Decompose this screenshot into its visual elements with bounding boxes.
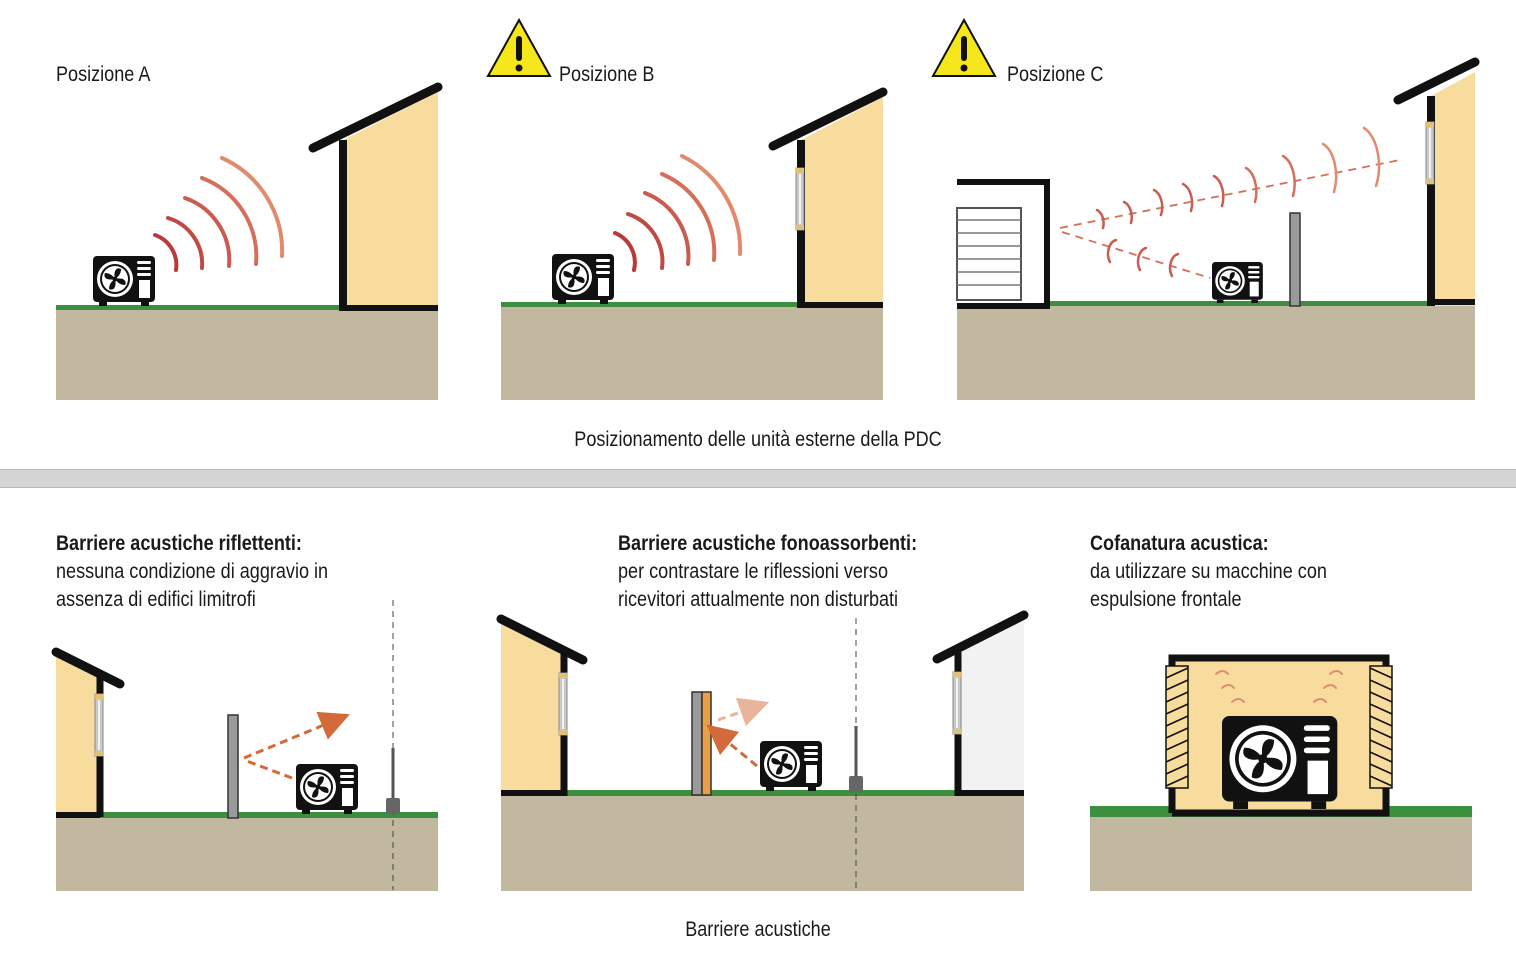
- sound-waves: [613, 154, 743, 272]
- bottom-caption: Barriere acustiche: [685, 918, 831, 941]
- lamp-post-icon: [386, 748, 400, 814]
- ground: [56, 308, 438, 400]
- panel-reflective-barriers: [51, 600, 438, 891]
- panel-3-title: Cofanatura acustica:: [1090, 532, 1269, 555]
- window-icon: [558, 672, 568, 736]
- heat-pump-unit-icon: [1222, 716, 1338, 809]
- warning-icon: [487, 19, 551, 77]
- ground: [501, 306, 883, 400]
- house-icon: [1393, 57, 1480, 306]
- window-icon: [795, 167, 805, 231]
- panel-3-line-2: espulsione frontale: [1090, 588, 1242, 611]
- grass: [501, 302, 799, 307]
- absorbed-arrows: [706, 697, 770, 768]
- ground: [501, 796, 1024, 891]
- house-icon: [496, 614, 588, 796]
- house-icon: [51, 647, 125, 818]
- house-icon: [768, 87, 888, 308]
- garage-icon: [956, 179, 1050, 309]
- lamp-post-icon: [849, 726, 863, 792]
- sound-waves: [153, 156, 285, 272]
- panel-2-line-2: ricevitori attualmente non disturbati: [618, 588, 899, 611]
- panel-3-line-1: da utilizzare su macchine con: [1090, 560, 1327, 583]
- panel-position-c: [932, 19, 1480, 400]
- sound-waves: [1095, 126, 1381, 278]
- ground: [1090, 817, 1472, 891]
- top-caption: Posizionamento delle unità esterne della…: [574, 428, 942, 451]
- window-icon: [952, 671, 962, 735]
- panel-absorbing-barriers: [496, 610, 1029, 891]
- section-divider: [0, 469, 1516, 488]
- heat-pump-unit-icon: [296, 764, 358, 814]
- ground: [56, 817, 438, 891]
- panel-1-line-1: nessuna condizione di aggravio in: [56, 560, 329, 583]
- position-c-label: Posizione C: [1007, 63, 1104, 86]
- heat-pump-unit-icon: [93, 256, 155, 306]
- position-b-label: Posizione B: [559, 63, 655, 86]
- barrier-icon: [227, 714, 239, 819]
- grass: [501, 790, 1024, 796]
- grass: [56, 305, 342, 310]
- panel-position-a: [56, 82, 443, 400]
- heat-pump-unit-icon: [552, 254, 614, 304]
- window-icon: [1425, 121, 1435, 185]
- panel-2-line-1: per contrastare le riflessioni verso: [618, 560, 889, 583]
- panel-acoustic-enclosure: [1090, 654, 1472, 891]
- position-a-label: Posizione A: [56, 63, 151, 86]
- barrier-icon: [1289, 212, 1301, 307]
- warning-icon: [932, 19, 996, 77]
- house-icon: [308, 82, 443, 311]
- heat-pump-unit-icon: [1212, 262, 1263, 303]
- panel-2-title: Barriere acustiche fonoassorbenti:: [618, 532, 918, 555]
- window-icon: [94, 693, 104, 757]
- neighbour-house-icon: [932, 610, 1029, 796]
- reflection-arrows: [243, 711, 350, 780]
- panel-position-b: [487, 19, 888, 400]
- ground: [957, 306, 1475, 400]
- grass: [56, 812, 438, 818]
- grass: [1045, 301, 1431, 306]
- panel-1-title: Barriere acustiche riflettenti:: [56, 532, 302, 555]
- panel-1-line-2: assenza di edifici limitrofi: [56, 588, 256, 611]
- sound-paths: [1059, 159, 1401, 279]
- heat-pump-unit-icon: [760, 741, 822, 791]
- barrier-icon: [691, 691, 712, 796]
